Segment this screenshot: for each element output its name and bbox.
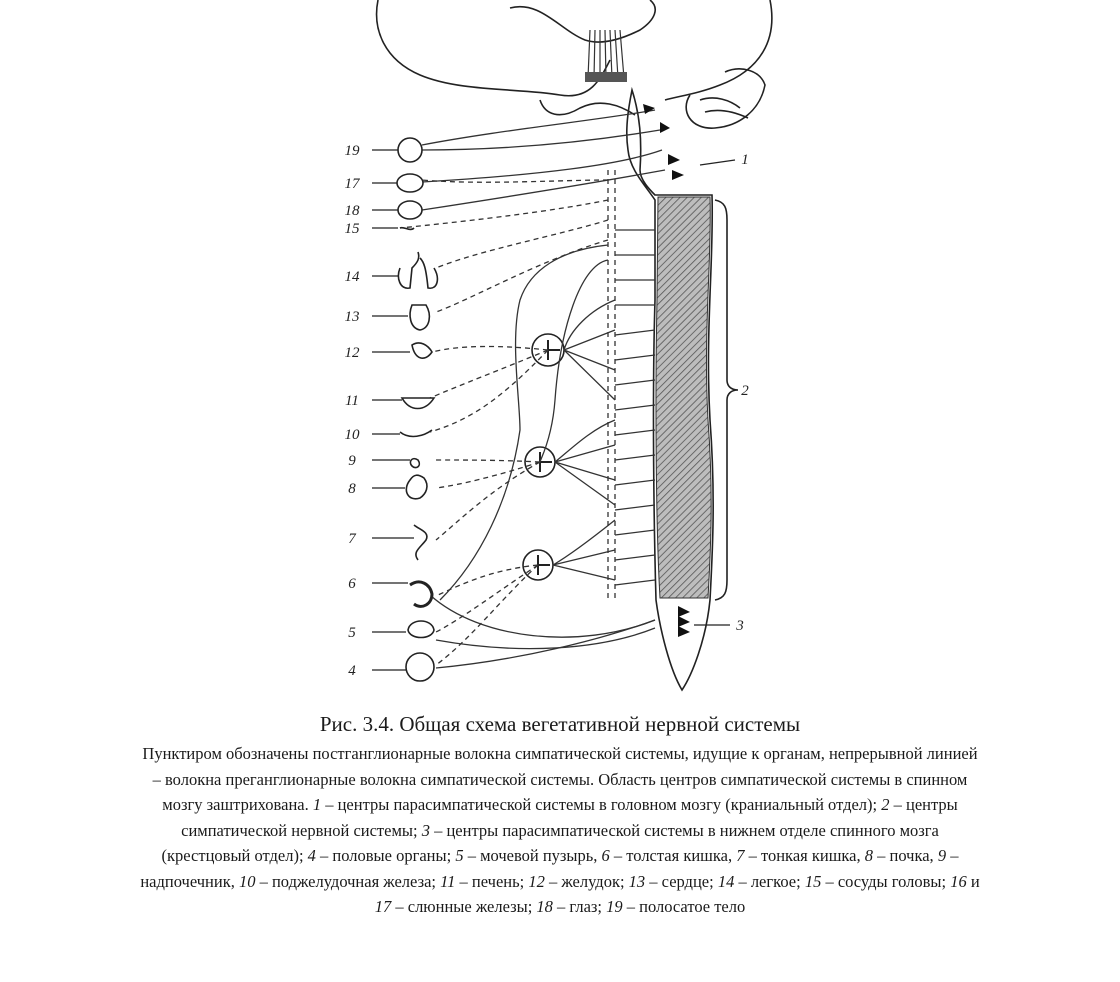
caption-fragment: – сердце; [645,872,718,891]
caption-number: 5 [455,846,463,865]
caption-fragment: – центры парасимпатической системы в гол… [321,795,881,814]
salivary-gland-16 [398,201,422,219]
caption-number: 9 [938,846,946,865]
label-13: 13 [345,309,360,325]
brain [377,0,772,128]
caption-number: 4 [308,846,316,865]
pancreas [400,430,432,436]
genitals [406,653,434,681]
figure-caption: Рис. 3.4. Общая схема вегетативной нервн… [140,712,980,920]
caption-fragment: – желудок; [545,872,629,891]
lung [398,252,437,288]
head-vessels [400,228,414,230]
liver [402,398,434,409]
autonomic-nervous-system-diagram: 19 17 18 15 14 13 12 11 10 9 8 7 6 5 4 1… [0,0,1120,700]
eye [398,138,422,162]
caption-fragment: – печень; [455,872,528,891]
bracket-2 [715,200,738,600]
label-8: 8 [348,481,356,497]
label-4: 4 [348,663,356,679]
caption-title: Рис. 3.4. Общая схема вегетативной нервн… [140,712,980,737]
label-11: 11 [345,393,359,409]
caption-fragment: – тонкая кишка, [744,846,864,865]
caption-number: 15 [805,872,822,891]
caption-fragment: – легкое; [734,872,805,891]
label-5: 5 [348,625,356,641]
label-15: 15 [345,221,361,237]
caption-number: 1 [313,795,321,814]
caption-number: 6 [602,846,610,865]
caption-number: 19 [606,897,623,916]
caption-fragment: – полосатое тело [623,897,746,916]
heart [410,305,429,330]
sympathetic-chain [608,170,615,600]
nerve-fibers [400,110,665,668]
caption-fragment: – сосуды головы; [821,872,950,891]
small-intestine [414,525,427,560]
caption-fragment: и [967,872,980,891]
caption-number: 16 [950,872,967,891]
label-2: 2 [741,383,749,399]
bladder [408,621,434,638]
caption-fragment: – толстая кишка, [610,846,736,865]
caption-number: 11 [440,872,455,891]
label-12: 12 [345,345,361,361]
caption-number: 13 [629,872,646,891]
caption-number: 17 [375,897,392,916]
large-intestine [410,582,432,606]
label-17: 17 [345,176,362,192]
label-19: 19 [345,143,361,159]
caption-number: 10 [239,872,256,891]
caption-fragment: – мочевой пузырь, [464,846,602,865]
organs [397,138,437,681]
label-7: 7 [348,531,357,547]
caption-fragment: – слюнные железы; [391,897,536,916]
kidney [406,475,427,499]
stomach [412,343,432,358]
caption-number: 3 [422,821,430,840]
salivary-gland-17 [397,174,423,192]
caption-fragment: – поджелудочная железа; [255,872,440,891]
caption-number: 8 [865,846,873,865]
spinal-cord [627,90,713,690]
caption-text: Пунктиром обозначены постганглионарные в… [140,741,980,920]
label-1: 1 [741,152,749,168]
caption-fragment: – половые органы; [316,846,455,865]
striatum-fibers [585,30,627,82]
label-3: 3 [735,618,744,634]
caption-fragment: – почка, [873,846,938,865]
label-9: 9 [348,453,356,469]
label-6: 6 [348,576,356,592]
caption-number: 12 [528,872,545,891]
caption-number: 14 [718,872,735,891]
label-18: 18 [345,203,361,219]
adrenal [410,459,419,468]
label-10: 10 [345,427,361,443]
caption-number: 18 [536,897,553,916]
label-14: 14 [345,269,361,285]
caption-fragment: – глаз; [553,897,606,916]
